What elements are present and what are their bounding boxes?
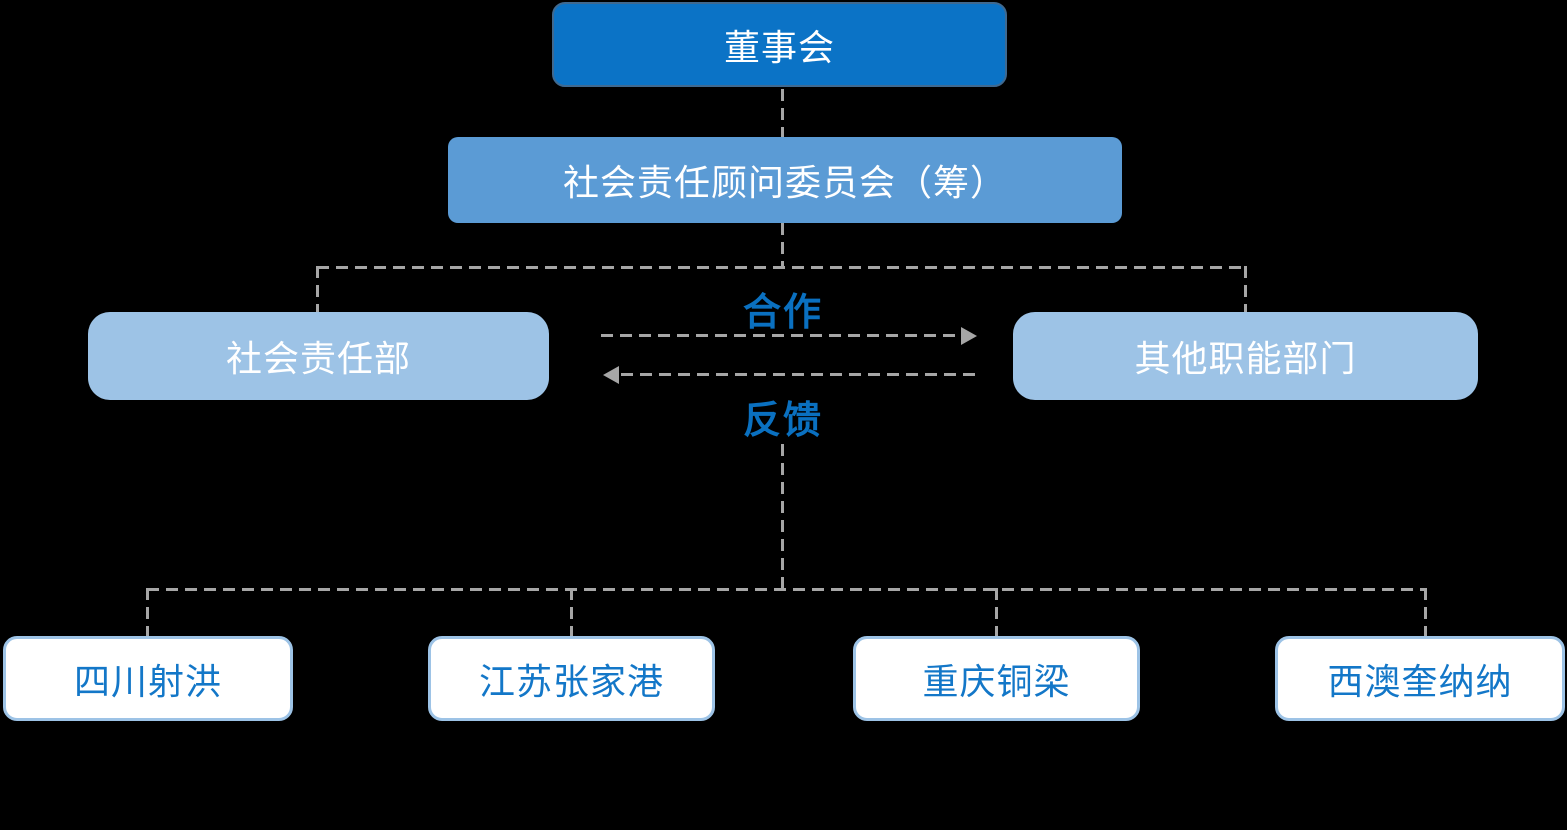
feedback-label: 反馈 <box>742 400 823 442</box>
site-label: 江苏张家港 <box>478 660 664 702</box>
arrowhead-right-icon <box>961 327 977 345</box>
connector-rail-dept-right <box>1244 266 1247 312</box>
connector-board-committee <box>781 89 784 137</box>
feedback-arrow-line <box>621 373 978 376</box>
site-label: 西澳奎纳纳 <box>1327 660 1513 702</box>
board-label: 董事会 <box>723 26 835 68</box>
site-box-westaus-kwinana: 西澳奎纳纳 <box>1275 636 1565 721</box>
connector-center-sites <box>781 444 784 588</box>
site-label: 重庆铜梁 <box>922 660 1071 702</box>
rail-level3 <box>317 266 1246 269</box>
site-box-chongqing-tongliang: 重庆铜梁 <box>853 636 1140 721</box>
dept-other-label: 其他职能部门 <box>1134 338 1357 379</box>
rail-sites <box>147 588 1426 591</box>
connector-rail-dept-left <box>316 266 319 312</box>
arrowhead-left-icon <box>603 366 619 384</box>
connector-rail-site-1 <box>146 588 149 636</box>
connector-rail-site-3 <box>995 588 998 636</box>
site-label: 四川射洪 <box>73 660 222 702</box>
site-box-jiangsu-zhangjiagang: 江苏张家港 <box>428 636 715 721</box>
dept-csr-label: 社会责任部 <box>225 338 411 379</box>
connector-committee-rail <box>781 223 784 266</box>
dept-other-box: 其他职能部门 <box>1013 312 1478 400</box>
site-box-sichuan-shehong: 四川射洪 <box>3 636 293 721</box>
connector-rail-site-2 <box>570 588 573 636</box>
cooperation-label: 合作 <box>742 292 823 334</box>
committee-box: 社会责任顾问委员会（筹） <box>448 137 1122 223</box>
committee-label: 社会责任顾问委员会（筹） <box>562 162 1007 203</box>
connector-rail-site-4 <box>1424 588 1427 636</box>
board-box: 董事会 <box>552 2 1007 87</box>
dept-csr-box: 社会责任部 <box>88 312 549 400</box>
cooperation-arrow-line <box>601 334 961 337</box>
